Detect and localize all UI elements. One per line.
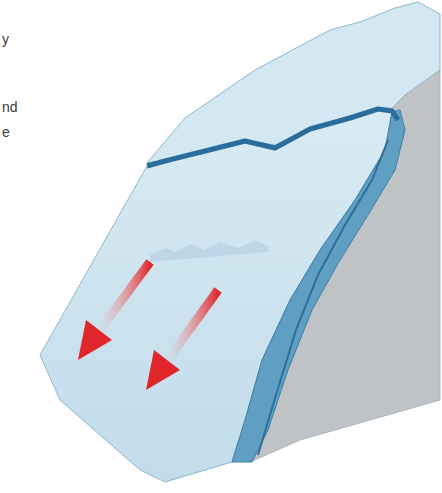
- crevasse: [147, 109, 398, 166]
- side-text: y: [2, 31, 9, 47]
- snow-texture: [150, 240, 268, 262]
- ice-crack: [258, 140, 388, 455]
- side-text: e: [2, 124, 10, 140]
- glacier-body: [40, 111, 392, 482]
- flow-arrow: [146, 290, 218, 390]
- ice-face: [232, 110, 405, 462]
- flow-arrow: [78, 262, 150, 360]
- side-text: nd: [2, 99, 18, 115]
